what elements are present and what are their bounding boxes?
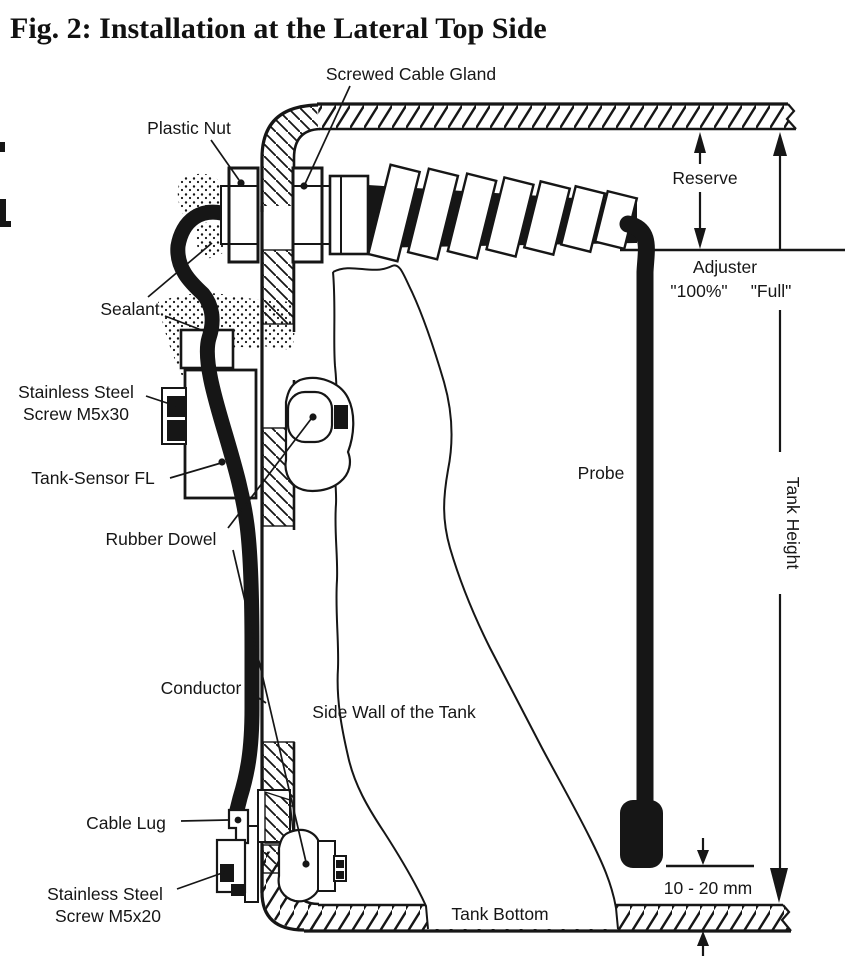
dowel-screw-tip xyxy=(334,405,348,429)
bottom-wall-break-symbol xyxy=(780,904,792,932)
label-probe-gap: 10 - 20 mm xyxy=(664,878,753,898)
leader-sealant-lower xyxy=(164,315,205,332)
label-tank-sensor: Tank-Sensor FL xyxy=(31,468,155,488)
cable-lug-part xyxy=(227,808,250,845)
arrow-down-icon xyxy=(697,850,709,865)
leader-sealant-upper xyxy=(147,242,213,298)
bottom-mount xyxy=(244,789,347,903)
leader-lines xyxy=(145,85,351,890)
label-screw-m5x30-line2: Screw M5x30 xyxy=(23,404,129,424)
arrow-up-icon xyxy=(773,132,787,156)
probe-cable xyxy=(619,215,655,811)
label-rubber-dowel: Rubber Dowel xyxy=(106,529,217,549)
cable-gland-assembly xyxy=(220,163,639,264)
label-side-wall: Side Wall of the Tank xyxy=(312,702,476,722)
label-tank-bottom: Tank Bottom xyxy=(451,904,548,924)
leader-cable-lug xyxy=(180,819,229,822)
leader-conductor xyxy=(252,693,267,704)
page-edge-artifacts xyxy=(0,142,11,227)
bottom-dowel-screw xyxy=(317,840,336,892)
probe-tip xyxy=(620,800,663,868)
rubber-dowel-top xyxy=(284,376,355,492)
leader-screw-m5x30 xyxy=(145,395,177,407)
label-cable-lug: Cable Lug xyxy=(86,813,166,833)
label-screw-m5x20-line1: Stainless Steel xyxy=(47,884,163,904)
leader-rubber-dowel-up xyxy=(227,418,312,529)
probe xyxy=(619,215,663,868)
label-reserve: Reserve xyxy=(672,168,737,188)
plastic-nut-right xyxy=(291,166,324,264)
label-conductor: Conductor xyxy=(161,678,242,698)
tank-top-wall xyxy=(318,104,796,129)
label-screw-m5x30-line1: Stainless Steel xyxy=(18,382,134,402)
top-corner-wall xyxy=(262,105,318,206)
label-adjuster: Adjuster xyxy=(693,257,757,277)
label-adjuster-full: "Full" xyxy=(751,281,792,301)
spiral-cable-protection xyxy=(366,163,639,263)
rubber-dowel-bottom-blob xyxy=(277,828,322,903)
label-screwed-cable-gland: Screwed Cable Gland xyxy=(326,64,496,84)
cutaway-region xyxy=(304,264,792,933)
label-sealant: Sealant xyxy=(100,299,159,319)
figure-title: Fig. 2: Installation at the Lateral Top … xyxy=(10,12,547,45)
label-screw-m5x20-line2: Screw M5x20 xyxy=(55,906,161,926)
leader-screw-m5x20 xyxy=(176,871,226,890)
conductor-cable xyxy=(170,204,260,818)
torn-edge-right xyxy=(332,264,619,930)
label-adjuster-100: "100%" xyxy=(670,281,727,301)
dimension-tank-height xyxy=(770,132,788,903)
leader-screwed-cable-gland xyxy=(304,85,351,185)
dimension-reserve xyxy=(694,132,706,249)
arrow-down-icon xyxy=(770,868,788,903)
leader-plastic-nut xyxy=(210,139,240,181)
dimension-probe-gap xyxy=(666,838,754,956)
gland-coupling xyxy=(328,174,370,256)
arrow-down-icon xyxy=(694,228,706,249)
label-probe: Probe xyxy=(578,463,625,483)
arrow-up-icon xyxy=(694,132,706,153)
leader-rubber-dowel-down xyxy=(232,549,307,863)
cable-lug-assembly xyxy=(215,808,250,896)
top-wall-break-symbol xyxy=(785,103,797,130)
label-plastic-nut: Plastic Nut xyxy=(147,118,231,138)
label-tank-height: Tank Height xyxy=(783,477,803,570)
leader-tank-sensor xyxy=(169,462,222,479)
arrow-up-icon xyxy=(697,931,709,946)
